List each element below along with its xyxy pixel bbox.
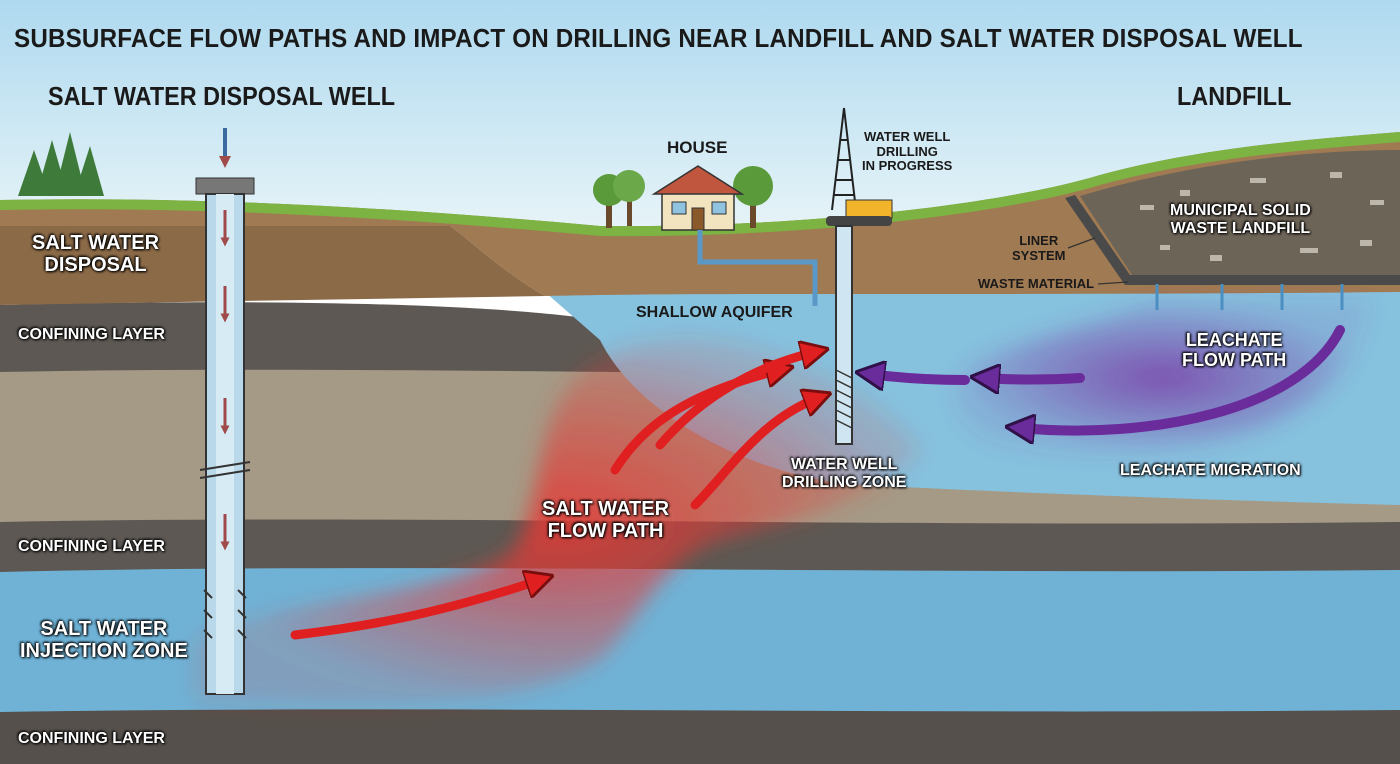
house-trees [593, 166, 773, 228]
drilling-rig [831, 107, 857, 211]
landfill-liner [1065, 195, 1400, 285]
leachate-drip-arrows [1155, 284, 1344, 310]
leader-lines [1067, 237, 1129, 285]
swd-perforations [203, 589, 247, 639]
label-leachate-flow-path: LEACHATE FLOW PATH [1182, 330, 1287, 371]
label-leachate-migration: LEACHATE MIGRATION [1120, 462, 1301, 479]
topsoil-layer [0, 132, 1400, 296]
label-confining-layer-middle: CONFINING LAYER [18, 538, 165, 555]
salt-water-plume [195, 338, 920, 707]
water-well-screen [835, 369, 853, 429]
label-confining-layer-bottom: CONFINING LAYER [18, 730, 165, 747]
label-liner-system: LINER SYSTEM [1012, 233, 1066, 263]
diagram-title: SUBSURFACE FLOW PATHS AND IMPACT ON DRIL… [14, 23, 1303, 53]
label-waste-material: WASTE MATERIAL [978, 276, 1095, 291]
leachate-plume [954, 300, 1370, 454]
label-salt-water-disposal: SALT WATER DISPOSAL [32, 232, 160, 277]
house [651, 165, 745, 231]
landfill-waste-mound [1080, 150, 1400, 275]
house-water-line [697, 230, 818, 306]
swd-well-inner [216, 194, 234, 694]
label-drilling-zone: WATER WELL DRILLING ZONE [782, 456, 907, 491]
label-confining-layer-upper: CONFINING LAYER [18, 326, 165, 343]
salt-water-flow-arrows [290, 352, 818, 640]
water-well-bore [835, 225, 853, 445]
label-shallow-aquifer: SHALLOW AQUIFER [636, 304, 793, 321]
label-msw-landfill: MUNICIPAL SOLID WASTE LANDFILL [1170, 202, 1311, 237]
label-swd-well: SALT WATER DISPOSAL WELL [48, 81, 396, 111]
casing-break-symbol [199, 461, 251, 479]
pine-trees [18, 132, 104, 196]
grass-surface [0, 132, 1400, 237]
label-water-well-drilling: WATER WELL DRILLING IN PROGRESS [862, 129, 953, 174]
label-house: HOUSE [667, 138, 728, 157]
label-injection-zone: SALT WATER INJECTION ZONE [20, 618, 188, 663]
label-landfill: LANDFILL [1177, 81, 1292, 111]
drilling-truck-tracks [826, 216, 892, 226]
leachate-flow-arrows [870, 325, 1345, 431]
waste-debris [1140, 172, 1384, 261]
drilling-truck [845, 199, 893, 219]
swd-wellhead [195, 177, 255, 195]
label-salt-water-flow-path: SALT WATER FLOW PATH [542, 498, 670, 543]
topsoil-lower-band [0, 226, 545, 305]
